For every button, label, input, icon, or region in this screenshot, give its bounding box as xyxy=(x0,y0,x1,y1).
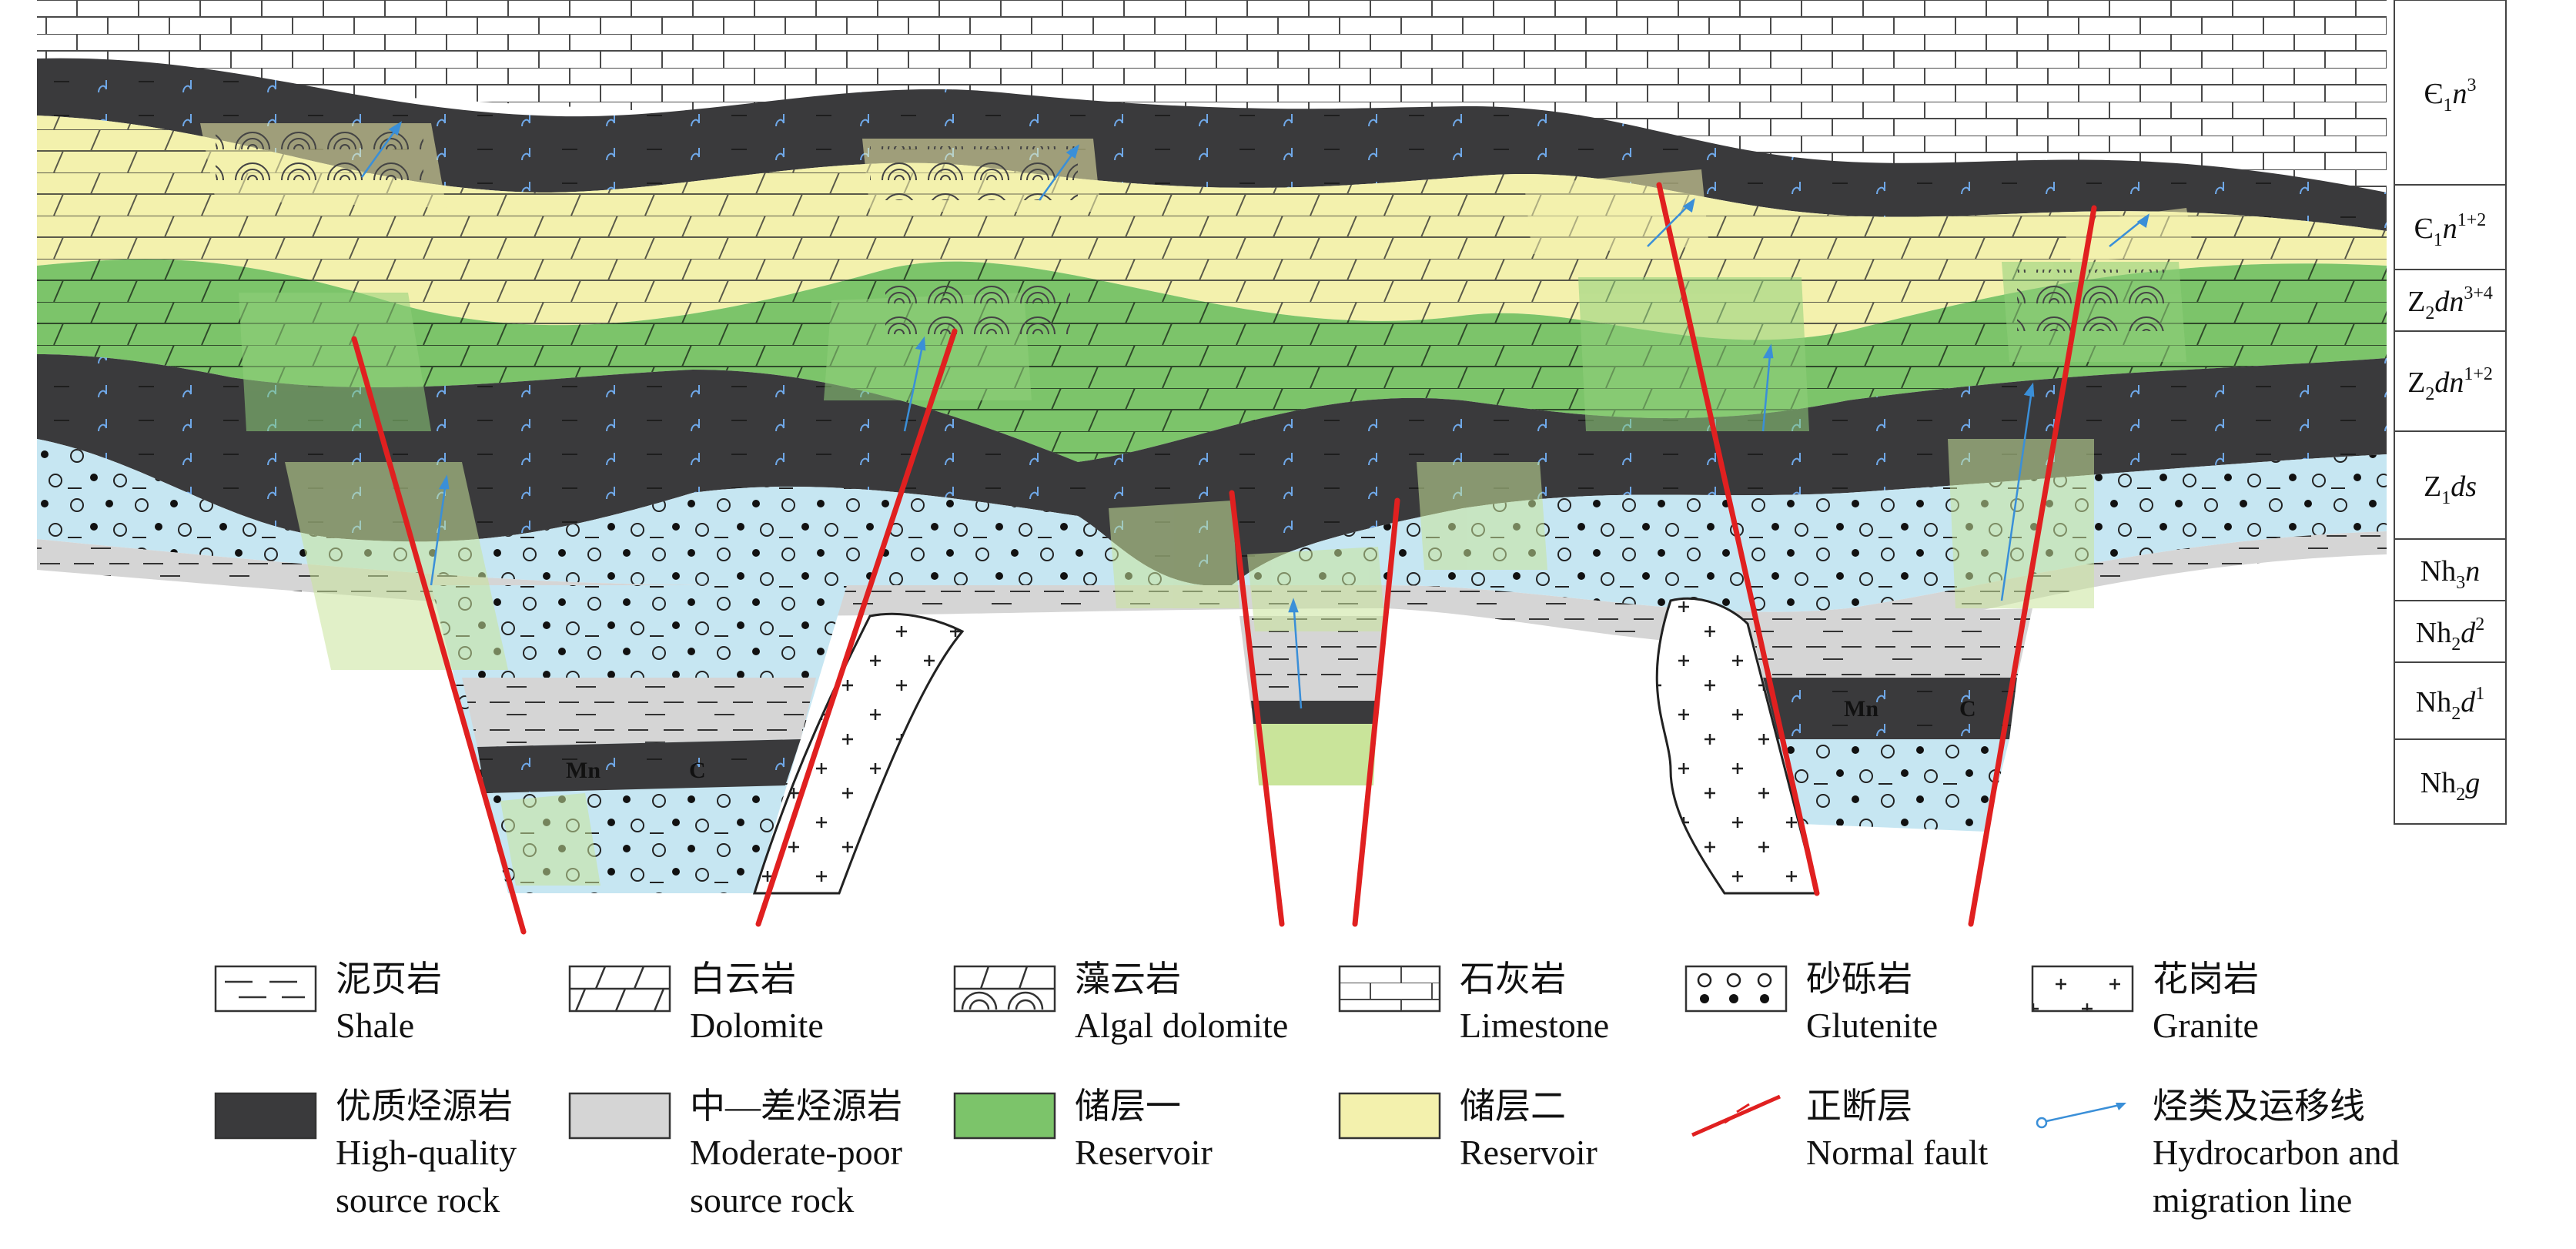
strata-cell xyxy=(2394,661,2507,740)
legend-label-cn: 储层一 xyxy=(1075,1087,1181,1126)
legend-label-cn: 石灰岩 xyxy=(1460,959,1566,999)
legend-swatch xyxy=(214,1092,317,1140)
algal-dolomite-overlays xyxy=(216,131,2171,339)
legend-label-en: Granite xyxy=(2153,1006,2259,1045)
legend-label-en: High-quality xyxy=(336,1133,517,1172)
strata-label: Z2dn3+4 xyxy=(2407,283,2493,323)
legend-label-en: Algal dolomite xyxy=(1075,1006,1288,1045)
legend-swatch xyxy=(214,965,317,1013)
normal-faults xyxy=(351,182,2097,935)
migration-lines xyxy=(360,121,2149,709)
right-graben-glutenite xyxy=(1778,739,2009,832)
legend-label-en: Reservoir xyxy=(1075,1133,1213,1172)
legend-label-cn: 优质烃源岩 xyxy=(336,1087,513,1126)
legend-item-granite: 花岗岩 Granite xyxy=(2031,959,2259,1045)
left-graben-grey xyxy=(462,678,816,747)
limestone-layer xyxy=(37,0,2387,208)
legend-swatch xyxy=(1338,965,1441,1013)
fault-line xyxy=(1656,182,1820,896)
legend-item-glutenite: 砂砾岩 Glutenite xyxy=(1684,959,1938,1045)
top-source-rock-layer xyxy=(37,58,2387,231)
legend-label-en: Normal fault xyxy=(1806,1133,1989,1172)
carbon-annotation-right: C xyxy=(1959,696,1976,722)
legend-item-migration: 烃类及运移线 Hydrocarbon and migration line xyxy=(2032,1087,2400,1220)
strata-cell xyxy=(2394,0,2507,186)
granite-body-right xyxy=(1655,597,1818,895)
right-graben-grey xyxy=(1748,608,2032,678)
legend-item-dolomite: 白云岩 Dolomite xyxy=(568,959,824,1045)
legend-swatch xyxy=(953,1092,1056,1140)
granite-body-left xyxy=(752,612,965,895)
strata-cell xyxy=(2394,330,2507,432)
legend-item-algal: 藻云岩 Algal dolomite xyxy=(953,959,1288,1045)
legend-label-cn: 储层二 xyxy=(1460,1087,1566,1126)
legend-label-en: Dolomite xyxy=(690,1006,824,1045)
center-graben-black xyxy=(1251,701,1378,724)
carbon-annotation-left: C xyxy=(689,758,706,783)
legend-item-reservoir2: 储层二 Reservoir xyxy=(1338,1087,1597,1172)
legend-label-en: Moderate-poor xyxy=(690,1133,902,1172)
legend-label-cn: 砂砾岩 xyxy=(1806,959,1912,999)
strata-label: Nh2g xyxy=(2420,767,2480,805)
strata-label: Є1n1+2 xyxy=(2414,210,2487,250)
strata-cell xyxy=(2394,269,2507,332)
legend-item-hq_source: 优质烃源岩 High-quality source rock xyxy=(214,1087,517,1220)
fault-line xyxy=(1968,205,2097,927)
legend-label-en: Hydrocarbon and xyxy=(2153,1133,2400,1172)
legend-label-cn: 花岗岩 xyxy=(2153,959,2259,999)
legend-label-cn: 白云岩 xyxy=(690,959,796,999)
fault-line xyxy=(351,336,527,935)
legend-item-mp_source: 中—差烃源岩 Moderate-poor source rock xyxy=(568,1087,902,1220)
legend-swatch xyxy=(2032,1093,2133,1138)
legend-label-cn: 烃类及运移线 xyxy=(2153,1087,2365,1126)
reservoir-one-layer xyxy=(37,259,2387,462)
fault-line xyxy=(1229,490,1285,927)
legend-swatch xyxy=(1338,1092,1441,1140)
legend-label-en: migration line xyxy=(2153,1180,2352,1220)
legend: 泥页岩 Shale 白云岩 Dolomite 藻云岩 Algal dolomite 石灰岩 L… xyxy=(214,959,2400,1220)
center-graben-green xyxy=(1253,724,1377,785)
legend-label-en: Reservoir xyxy=(1460,1133,1597,1172)
legend-item-shale: 泥页岩 Shale xyxy=(214,959,442,1045)
left-graben-black xyxy=(477,739,801,793)
cross-section: Mn C Mn C xyxy=(37,0,2387,935)
center-graben-fill xyxy=(1239,616,1386,708)
fault-line xyxy=(755,328,958,927)
legend-swatch xyxy=(1684,965,1788,1013)
strata-label: Nh3n xyxy=(2420,555,2480,593)
strata-label: Z2dn1+2 xyxy=(2407,364,2493,404)
legend-label-cn: 泥页岩 xyxy=(336,959,442,999)
legend-label-cn: 中—差烃源岩 xyxy=(690,1087,902,1126)
manganese-annotation-right: Mn xyxy=(1844,696,1878,722)
legend-swatch xyxy=(2031,965,2134,1013)
legend-item-limestone: 石灰岩 Limestone xyxy=(1338,959,1609,1045)
strata-label: Nh2d1 xyxy=(2416,684,2484,724)
legend-item-reservoir1: 储层一 Reservoir xyxy=(953,1087,1213,1172)
legend-label-cn: 藻云岩 xyxy=(1075,959,1181,999)
strata-label: Nh2d2 xyxy=(2416,614,2484,655)
legend-label-en: Glutenite xyxy=(1806,1006,1938,1045)
legend-label-en: source rock xyxy=(690,1180,854,1220)
strata-column: Є1n3Є1n1+2Z2dn3+4Z2dn1+2Z1dsNh3nNh2d2Nh2… xyxy=(2394,0,2507,825)
manganese-annotation-left: Mn xyxy=(566,758,601,783)
legend-swatch xyxy=(568,1092,671,1140)
legend-item-fault: 正断层 Normal fault xyxy=(1691,1087,1989,1172)
strata-cell xyxy=(2394,430,2507,540)
legend-label-en: source rock xyxy=(336,1180,500,1220)
legend-label-en: Limestone xyxy=(1460,1006,1609,1045)
legend-label-cn: 正断层 xyxy=(1806,1087,1912,1126)
strata-label: Є1n3 xyxy=(2424,75,2476,116)
strata-cell xyxy=(2394,184,2507,270)
right-graben-black xyxy=(1763,678,2017,739)
strata-label: Z1ds xyxy=(2424,470,2477,508)
glutenite-layer xyxy=(37,439,2387,612)
fault-line xyxy=(1352,497,1400,927)
legend-label-en: Shale xyxy=(336,1006,414,1045)
strata-cell xyxy=(2394,738,2507,825)
